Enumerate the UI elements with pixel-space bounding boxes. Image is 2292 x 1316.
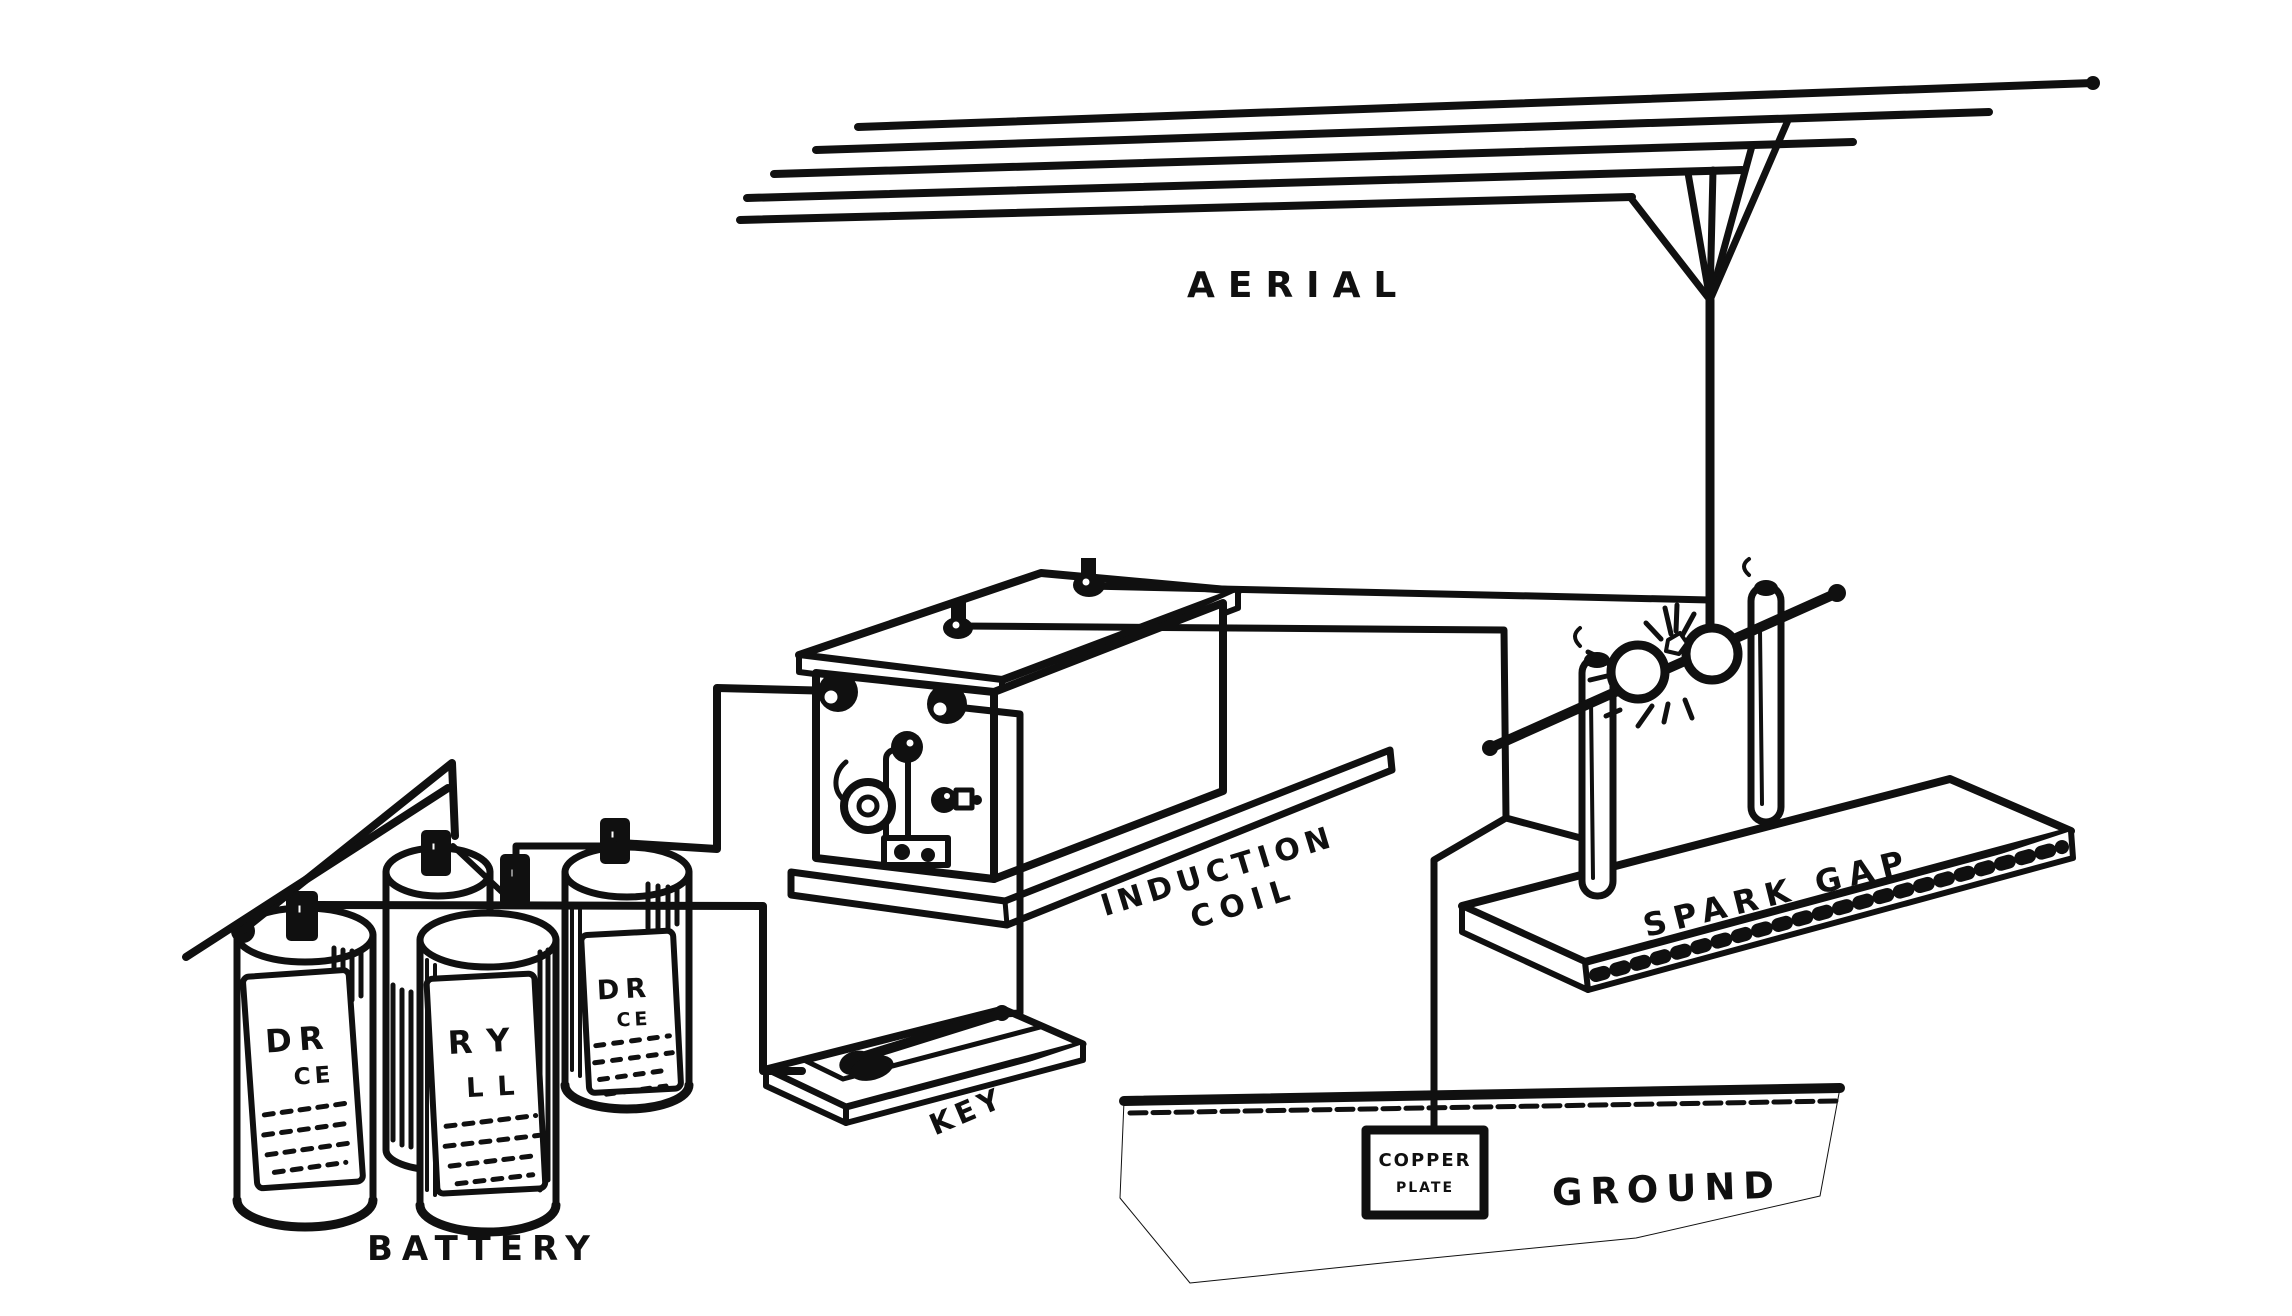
copper-plate: COPPER PLATE	[1361, 1125, 1489, 1220]
dry-cell-front-middle: RY LL	[415, 854, 561, 1237]
ground-label: GROUND	[1551, 1163, 1782, 1214]
aerial-label: AERIAL	[1187, 265, 1409, 306]
dry-cell-right: DR CE	[560, 818, 694, 1114]
wire-battery-to-coil	[616, 684, 840, 853]
cell-label-right-line2: CE	[616, 1008, 652, 1032]
battery-label: BATTERY	[367, 1229, 599, 1269]
spark-ball-right	[1681, 623, 1743, 685]
dry-cell-front-left: DR CE	[231, 891, 378, 1232]
cell-label-right-line1: DR	[596, 973, 653, 1007]
ground-earth	[1119, 1083, 1845, 1284]
key-plate	[803, 1007, 1047, 1082]
copper-plate-label-line2: PLATE	[1396, 1180, 1454, 1196]
key-lever	[857, 1009, 1005, 1062]
battery-group: DR CE DR CE	[231, 818, 694, 1237]
circuit-wires	[182, 582, 1714, 1136]
aerial-downlead-fan	[1626, 114, 1793, 653]
aerial-wire-1	[854, 79, 2097, 131]
aerial-wire-3	[770, 138, 1857, 178]
aerial-wire-4	[743, 166, 1746, 202]
aerial-wires	[736, 76, 2100, 224]
aerial-wire-5	[736, 193, 1636, 224]
aerial-wire-2	[812, 108, 1993, 154]
wire-coil-to-key	[943, 702, 1024, 1018]
spark-gap-base	[1458, 775, 2076, 993]
coil-right-face	[990, 599, 1227, 883]
spark-gap	[1482, 557, 1846, 900]
ground-surface-line	[1119, 1083, 1845, 1106]
wire-battery-to-key	[312, 901, 806, 1075]
cell-label-left-line1: DR	[264, 1018, 332, 1060]
cell-label-middle-line2: LL	[465, 1070, 529, 1104]
wire-coil-to-aerial	[1085, 582, 1714, 604]
spark-ball-left	[1606, 640, 1670, 704]
spark-flash	[1585, 602, 1697, 729]
cell-label-middle-line1: RY	[447, 1020, 527, 1062]
wire-cell-series-loop	[512, 842, 621, 902]
coil-interrupter	[833, 731, 982, 868]
telegraph-key	[762, 1005, 1087, 1126]
wire-to-spark-electrode	[1502, 814, 1596, 845]
cell-label-left-line2: CE	[293, 1062, 335, 1091]
coil-terminals	[818, 558, 1105, 724]
copper-plate-label-line1: COPPER	[1378, 1150, 1471, 1171]
